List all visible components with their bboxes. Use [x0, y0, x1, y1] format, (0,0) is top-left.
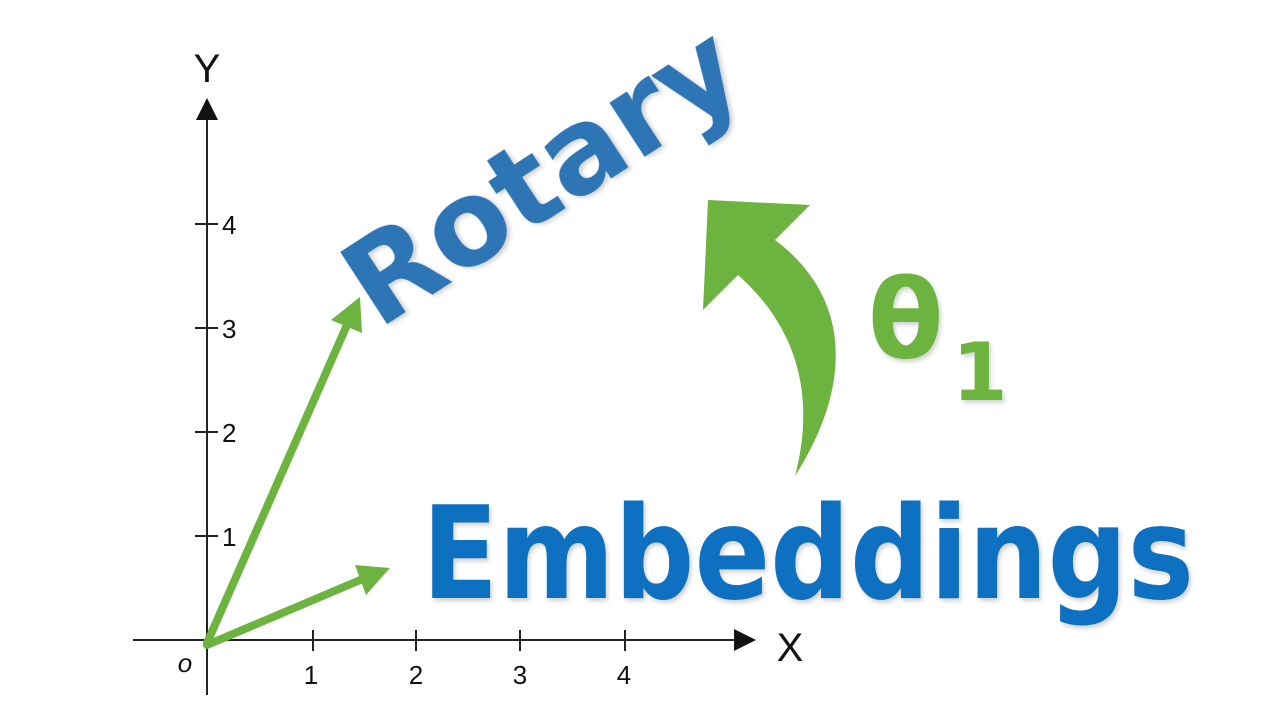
- theta-symbol: θ: [868, 256, 944, 384]
- x-axis-arrowhead-icon: [734, 629, 756, 651]
- y-tick-4: 4: [222, 210, 236, 240]
- x-tick-2: 2: [409, 660, 423, 690]
- origin-label: o: [178, 648, 192, 678]
- theta-label: θ 1: [868, 256, 1008, 419]
- x-ticks: 1 2 3 4: [304, 630, 631, 690]
- rotation-arrow-icon: [703, 200, 836, 476]
- vector-rotated-arrowhead-icon: [331, 297, 362, 333]
- y-ticks: 1 2 3 4: [195, 210, 236, 552]
- x-tick-1: 1: [304, 660, 318, 690]
- x-tick-4: 4: [617, 660, 631, 690]
- y-tick-2: 2: [222, 418, 236, 448]
- y-axis: Y 1 2 3 4: [194, 47, 236, 695]
- title-rotary: Rotary: [318, 0, 765, 353]
- y-tick-3: 3: [222, 314, 236, 344]
- x-axis-label: X: [777, 626, 804, 670]
- vector-original-arrowhead-icon: [355, 565, 390, 595]
- theta-subscript: 1: [952, 326, 1008, 419]
- x-tick-3: 3: [513, 660, 527, 690]
- x-axis: X 1 2 3 4 o: [133, 626, 803, 690]
- y-axis-arrowhead-icon: [196, 98, 218, 120]
- y-tick-1: 1: [222, 522, 236, 552]
- title-embeddings: Embeddings: [422, 480, 1194, 629]
- y-axis-label: Y: [194, 47, 221, 91]
- vector-rotated: [203, 297, 362, 647]
- vectors: [203, 297, 390, 649]
- vector-original: [203, 565, 390, 649]
